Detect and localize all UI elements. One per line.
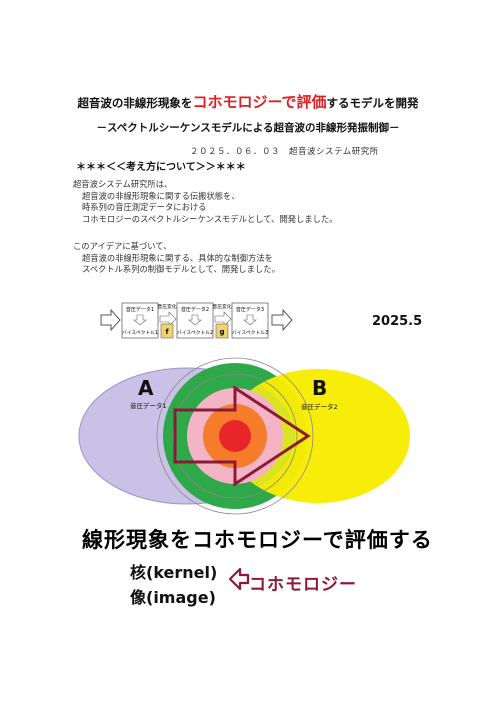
diagram-year: 2025.5 (372, 314, 422, 329)
map-g: 音圧変化 g (212, 303, 232, 339)
map-label-top: 音圧変化 (212, 303, 231, 310)
document-subtitle: －スペクトルシーケンスモデルによる超音波の非線形発振制御－ (96, 122, 400, 134)
bottom-title: 線形現象をコホモロジーで評価する (82, 528, 433, 552)
left-hollow-arrow-icon (228, 567, 250, 591)
set-a-label: 音圧データ1 (130, 401, 167, 410)
red-core-circle (219, 420, 251, 452)
map-letter: f (165, 328, 169, 336)
paragraph-line: スペクトル系列の制御モデルとして、開発しました。 (82, 264, 280, 274)
map-label-top: 音圧変化 (157, 303, 176, 310)
hollow-arrow-icon (159, 311, 177, 327)
paragraph-2: このアイデアに基づいて、 超音波の非線形現象に関する、具体的な制御方法を スペク… (73, 241, 280, 276)
box-label-bottom: バイスペクトル1 (122, 330, 158, 336)
image-label: 像(image) (130, 588, 216, 607)
title-highlight: コホモロジーで評価 (192, 93, 327, 111)
paragraph-line: 超音波の非線形現象に関する、具体的な制御方法を (82, 252, 273, 263)
cohomology-diagram: 音圧データ1 バイスペクトル1 音圧変化 f 音圧データ2 バイスペクトル2 音… (78, 302, 422, 515)
data-box-3: 音圧データ3 バイスペクトル3 (231, 302, 269, 339)
map-f: 音圧変化 f (157, 303, 177, 339)
set-a-letter: A (138, 376, 154, 400)
data-box-1: 音圧データ1 バイスペクトル1 (121, 302, 159, 339)
box-label-top: 音圧データ1 (126, 306, 154, 313)
big-arrow-outline (173, 385, 311, 487)
inner-gray-circle (156, 357, 314, 515)
box-label-top: 音圧データ2 (181, 306, 209, 313)
paragraph-line: 時系列の音圧測定データにおける (82, 202, 207, 212)
down-arrow-icon (243, 314, 257, 326)
kernel-label: 核(kernel) (130, 563, 218, 582)
paragraph-line: このアイデアに基づいて、 (73, 241, 172, 251)
date-and-author: ２０２５．０６．０３ 超音波システム研究所 (190, 147, 379, 157)
title-post: するモデルを開発 (326, 96, 419, 110)
hollow-arrow-icon (271, 308, 293, 332)
paragraph-line: 超音波の非線形現象に関する伝搬状態を、 (82, 190, 240, 201)
venn-diagram: A 音圧データ1 B 音圧データ2 (78, 357, 410, 515)
down-arrow-icon (188, 314, 202, 326)
hollow-arrow-icon (100, 308, 121, 332)
box-label-bottom: バイスペクトル3 (232, 330, 268, 336)
overlap-ab (226, 369, 295, 503)
inner-gray-circle-2 (172, 373, 298, 499)
title-pre: 超音波の非線形現象を (77, 96, 193, 110)
cohomology-label: コホモロジー (249, 575, 357, 595)
set-b-label: 音圧データ2 (301, 402, 338, 411)
data-box-2: 音圧データ2 バイスペクトル2 (176, 302, 214, 339)
paragraph-line: 超音波システム研究所は、 (73, 179, 173, 189)
spectral-sequence-row: 音圧データ1 バイスペクトル1 音圧変化 f 音圧データ2 バイスペクトル2 音… (100, 302, 293, 339)
document-title: 超音波の非線形現象をコホモロジーで評価するモデルを開発 (0, 91, 496, 112)
paragraph-line: コホモロジーのスペクトルシーケンスモデルとして、開発しました。 (82, 213, 338, 224)
box-label-top: 音圧データ3 (236, 306, 264, 313)
box-label-bottom: バイスペクトル2 (177, 330, 213, 336)
paragraph-1: 超音波システム研究所は、 超音波の非線形現象に関する伝搬状態を、 時系列の音圧測… (73, 179, 338, 225)
set-b-letter: B (312, 376, 327, 400)
section-heading: ＊＊＊＜＜考え方について＞＞＊＊＊ (76, 162, 246, 173)
hollow-arrow-icon (214, 311, 232, 327)
map-letter: g (219, 328, 224, 336)
down-arrow-icon (133, 314, 147, 326)
